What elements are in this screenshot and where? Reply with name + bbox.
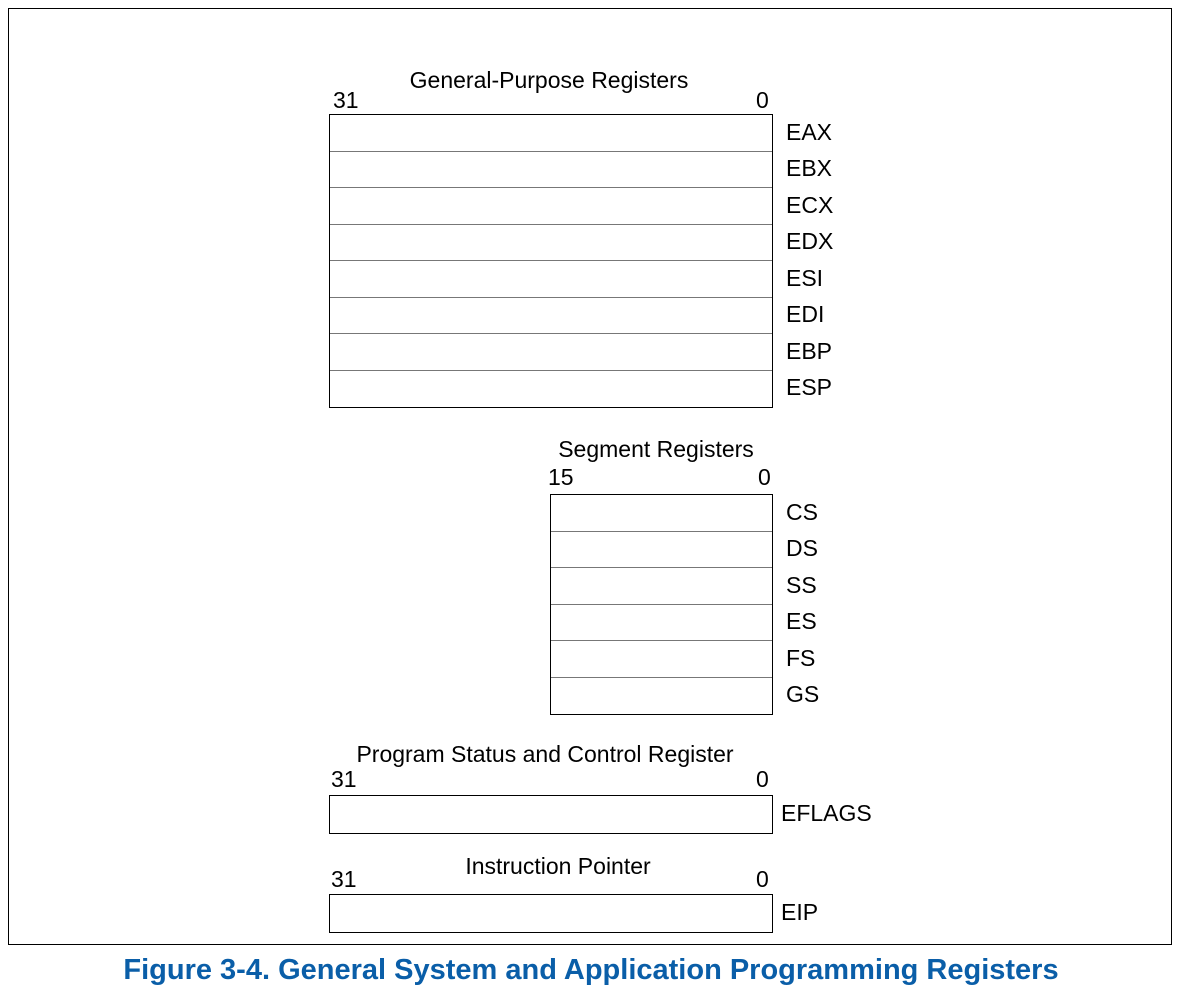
register-label-eip: EIP xyxy=(781,898,819,925)
register-label-es: ES xyxy=(786,608,817,635)
register-label-ecx: ECX xyxy=(786,191,834,218)
pointer-register-box xyxy=(329,894,773,933)
figure-frame xyxy=(8,8,1172,945)
status-register-title: Program Status and Control Register xyxy=(356,741,734,767)
general-high-bit: 31 xyxy=(333,87,359,113)
register-row-ds xyxy=(551,532,772,568)
pointer-high-bit: 31 xyxy=(331,866,357,892)
register-label-cs: CS xyxy=(786,498,818,525)
status-high-bit: 31 xyxy=(331,766,357,792)
register-label-ss: SS xyxy=(786,571,817,598)
register-label-ebx: EBX xyxy=(786,155,833,182)
register-label-esi: ESI xyxy=(786,264,824,291)
figure-caption: Figure 3-4. General System and Applicati… xyxy=(123,954,1059,986)
register-row-esi xyxy=(330,261,772,298)
register-row-ebp xyxy=(330,334,772,371)
segment-high-bit: 15 xyxy=(548,464,574,490)
register-label-eax: EAX xyxy=(786,118,833,145)
register-row-eflags xyxy=(330,796,772,833)
pointer-low-bit: 0 xyxy=(756,866,769,892)
general-registers-title: General-Purpose Registers xyxy=(409,67,689,93)
register-row-gs xyxy=(551,678,772,715)
status-register-labels: EFLAGS xyxy=(781,795,872,832)
segment-registers-title: Segment Registers xyxy=(558,436,754,462)
status-low-bit: 0 xyxy=(756,766,769,792)
register-row-eip xyxy=(330,895,772,932)
pointer-register-title: Instruction Pointer xyxy=(465,853,651,879)
register-row-edx xyxy=(330,225,772,261)
register-label-esp: ESP xyxy=(786,374,833,401)
register-label-eflags: EFLAGS xyxy=(781,799,872,826)
pointer-register-labels: EIP xyxy=(781,894,818,931)
general-low-bit: 0 xyxy=(756,87,769,113)
register-row-cs xyxy=(551,495,772,532)
register-row-ecx xyxy=(330,188,772,225)
status-register-box xyxy=(329,795,773,834)
register-row-esp xyxy=(330,371,772,408)
segment-registers-box xyxy=(550,494,773,715)
register-row-fs xyxy=(551,641,772,678)
general-registers-labels: EAX EBX ECX EDX ESI EDI EBP ESP xyxy=(786,114,833,406)
register-label-edi: EDI xyxy=(786,301,825,328)
register-row-ebx xyxy=(330,152,772,188)
register-row-ss xyxy=(551,568,772,605)
register-row-eax xyxy=(330,115,772,152)
general-registers-box xyxy=(329,114,773,408)
segment-low-bit: 0 xyxy=(758,464,771,490)
register-label-gs: GS xyxy=(786,681,820,708)
register-label-ds: DS xyxy=(786,535,818,562)
register-row-edi xyxy=(330,298,772,334)
register-label-edx: EDX xyxy=(786,228,834,255)
register-row-es xyxy=(551,605,772,641)
segment-registers-labels: CS DS SS ES FS GS xyxy=(786,494,819,713)
register-label-fs: FS xyxy=(786,644,816,671)
register-label-ebp: EBP xyxy=(786,337,833,364)
